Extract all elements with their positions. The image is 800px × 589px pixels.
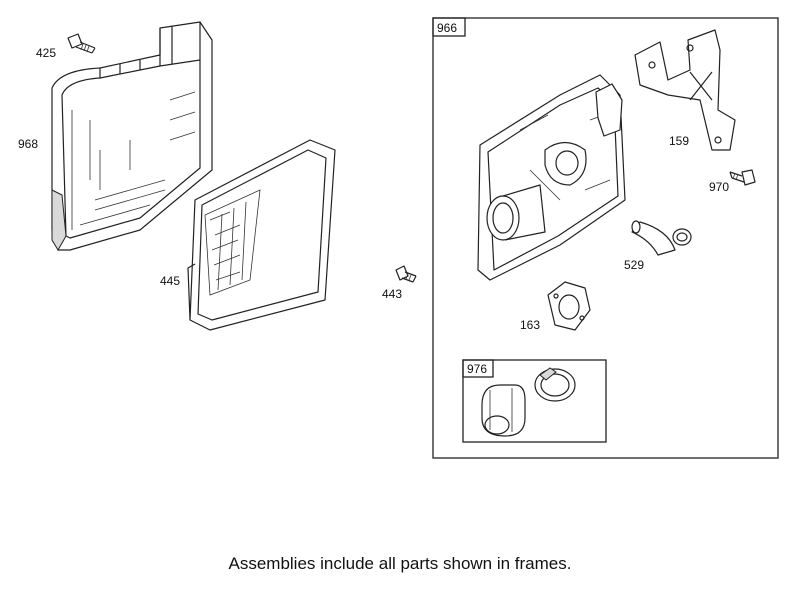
part-970-screw: [729, 169, 756, 186]
label-425: 425: [36, 46, 56, 60]
label-443: 443: [382, 287, 402, 301]
part-159-bracket: [634, 29, 736, 151]
part-529-tube: [631, 220, 692, 256]
diagram-caption: Assemblies include all parts shown in fr…: [229, 554, 572, 573]
part-443-screw: [395, 265, 417, 283]
part-976-clamp: [534, 367, 576, 402]
label-163: 163: [520, 318, 540, 332]
label-529: 529: [624, 258, 644, 272]
label-970: 970: [709, 180, 729, 194]
part-976-bulb: [481, 384, 526, 437]
part-966-housing: [477, 74, 626, 281]
label-445: 445: [160, 274, 180, 288]
label-966: 966: [437, 21, 457, 35]
part-163-gasket: [547, 281, 591, 331]
frame-976: [462, 359, 607, 443]
part-445-filter: [187, 139, 336, 331]
label-159: 159: [669, 134, 689, 148]
frame-966: [432, 17, 779, 459]
part-425-screw: [67, 33, 96, 54]
label-976: 976: [467, 362, 487, 376]
part-968-base: [51, 21, 213, 251]
label-968: 968: [18, 137, 38, 151]
